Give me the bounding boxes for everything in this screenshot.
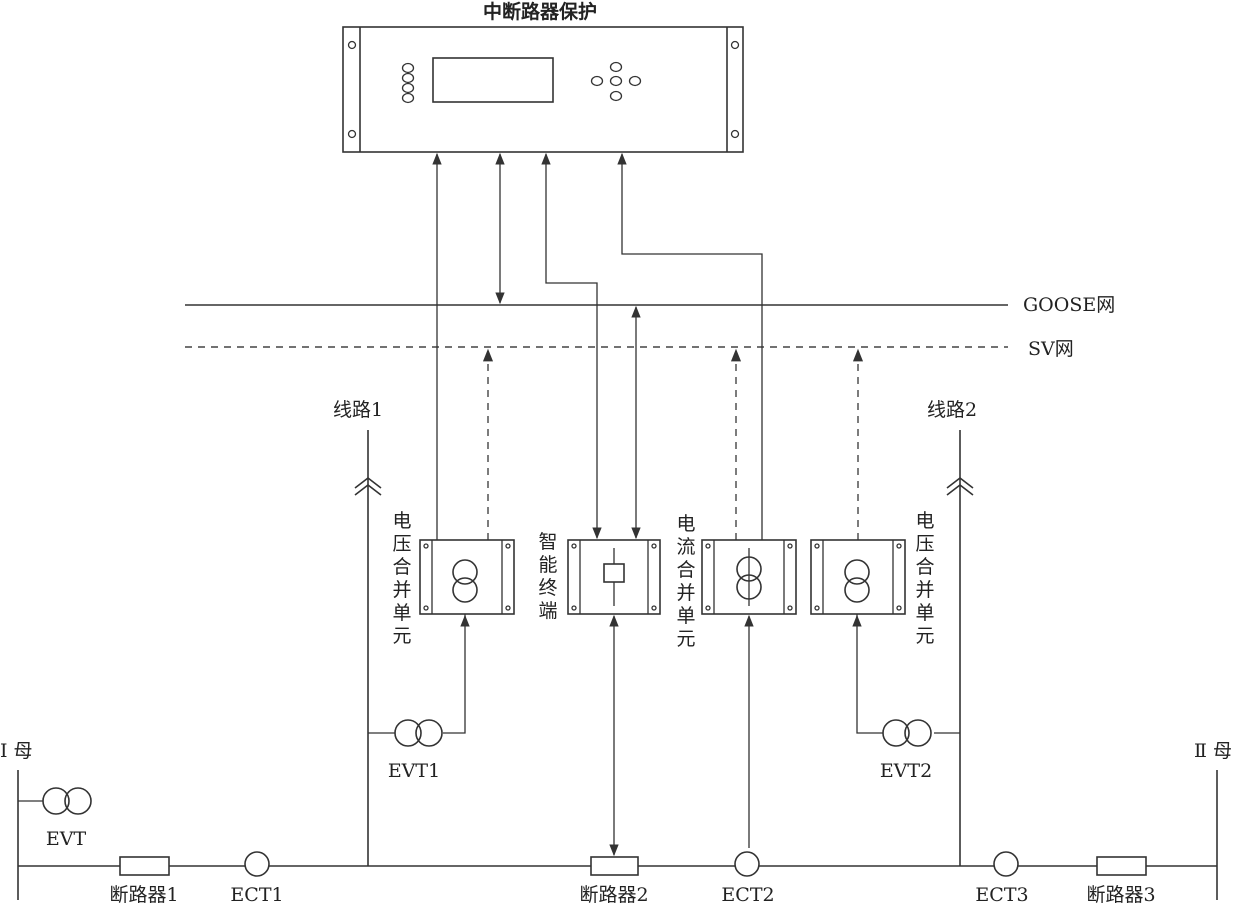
svg-text:电: 电 <box>392 510 411 532</box>
line2-label: 线路2 <box>927 399 977 421</box>
breaker1-label: 断路器1 <box>109 884 178 906</box>
svg-text:合: 合 <box>915 556 934 578</box>
evt2-transformer-icon <box>882 719 932 747</box>
svg-text:并: 并 <box>915 579 934 601</box>
svg-text:元: 元 <box>676 628 695 650</box>
evt-transformer-icon <box>42 787 92 815</box>
evt1-transformer-icon <box>394 719 443 747</box>
breaker3-icon <box>1096 856 1147 876</box>
ect3-label: ECT3 <box>975 884 1028 906</box>
intelligent-terminal-label: 智 能 终 端 <box>538 531 557 622</box>
line1-outgoing-icon <box>354 476 382 489</box>
voltage-merging-unit-left <box>419 539 515 615</box>
svg-text:元: 元 <box>392 625 411 647</box>
evt2-label: EVT2 <box>880 760 932 782</box>
transformer-icon <box>736 556 762 582</box>
svg-text:元: 元 <box>915 625 934 647</box>
svg-text:单: 单 <box>676 605 695 627</box>
breaker2-label: 断路器2 <box>579 884 648 906</box>
svg-text:并: 并 <box>676 582 695 604</box>
evt1-label: EVT1 <box>388 760 440 782</box>
line2-outgoing-icon <box>946 476 974 489</box>
protection-device-title: 中断路器保护 <box>483 0 597 23</box>
svg-text:并: 并 <box>392 579 411 601</box>
bus1-label: Ⅰ 母 <box>0 740 33 762</box>
breaker2-icon <box>590 856 639 876</box>
bus2-label: Ⅱ 母 <box>1194 740 1232 762</box>
svg-text:电: 电 <box>676 513 695 535</box>
svg-text:端: 端 <box>538 600 557 622</box>
ect2-label: ECT2 <box>721 884 774 906</box>
evt1-to-mu-link <box>443 614 466 734</box>
protection-to-terminal-link <box>541 152 602 540</box>
evt-label: EVT <box>46 828 87 850</box>
line1-label: 线路1 <box>333 399 383 421</box>
svg-text:电: 电 <box>915 510 934 532</box>
device-indicator-leds <box>401 62 415 104</box>
breaker1-icon <box>119 856 170 876</box>
current-merging-unit <box>701 539 797 615</box>
ect1-label: ECT1 <box>230 884 283 906</box>
svg-text:合: 合 <box>676 559 695 581</box>
svg-text:压: 压 <box>915 533 934 555</box>
ect1-icon <box>244 851 270 877</box>
svg-text:终: 终 <box>538 577 557 599</box>
protection-device <box>342 26 744 153</box>
voltage-merging-unit-right <box>810 539 906 615</box>
transformer-icon <box>844 559 870 585</box>
current-mu-to-protection-link <box>617 152 763 540</box>
voltage-mu-right-label: 电 压 合 并 单 元 <box>915 510 934 647</box>
ect3-icon <box>993 851 1019 877</box>
current-mu-label: 电 流 合 并 单 元 <box>676 513 695 650</box>
svg-text:能: 能 <box>538 554 557 576</box>
sv-network-label: SV网 <box>1028 338 1074 360</box>
intelligent-terminal <box>567 539 661 615</box>
goose-network-label: GOOSE网 <box>1023 294 1115 316</box>
svg-text:单: 单 <box>915 602 934 624</box>
evt2-to-mu-link <box>856 614 883 734</box>
svg-text:流: 流 <box>676 536 695 558</box>
device-keypad <box>590 61 642 102</box>
transformer-icon <box>452 559 478 585</box>
svg-text:合: 合 <box>392 556 411 578</box>
svg-text:压: 压 <box>392 533 411 555</box>
svg-text:智: 智 <box>538 531 557 553</box>
ect2-icon <box>734 851 760 877</box>
svg-text:单: 单 <box>392 602 411 624</box>
breaker3-label: 断路器3 <box>1086 884 1155 906</box>
voltage-mu-left-label: 电 压 合 并 单 元 <box>392 510 411 647</box>
device-display-screen <box>432 57 554 103</box>
